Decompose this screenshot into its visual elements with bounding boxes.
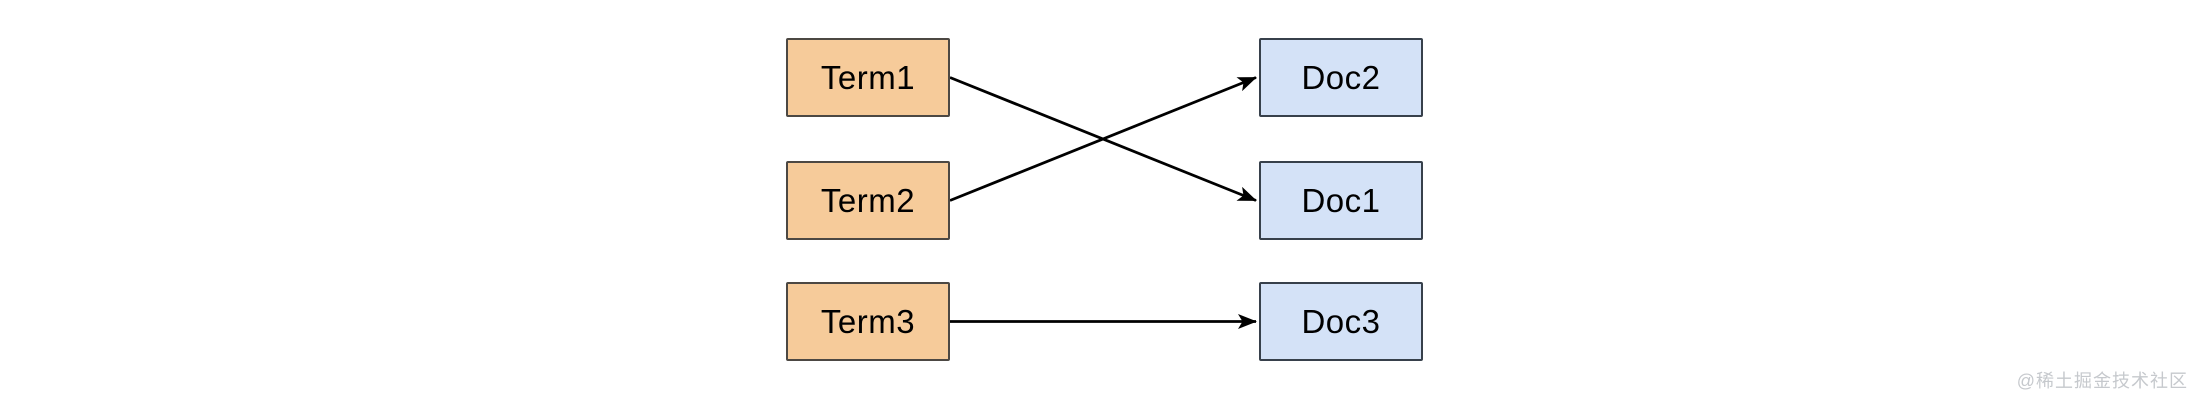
term2-node: Term2 — [786, 161, 950, 240]
doc3-node: Doc3 — [1259, 282, 1423, 361]
doc1-label: Doc1 — [1301, 181, 1381, 219]
doc2-node: Doc2 — [1259, 38, 1423, 117]
doc2-label: Doc2 — [1301, 58, 1381, 96]
term2-label: Term2 — [820, 181, 916, 219]
doc1-node: Doc1 — [1259, 161, 1423, 240]
term1-label: Term1 — [820, 58, 916, 96]
watermark: @稀土掘金技术社区 — [2016, 371, 2188, 391]
term3-node: Term3 — [786, 282, 950, 361]
term3-label: Term3 — [820, 302, 916, 340]
term1-node: Term1 — [786, 38, 950, 117]
doc3-label: Doc3 — [1301, 302, 1381, 340]
edge-term2-to-doc2 — [949, 76, 1257, 202]
